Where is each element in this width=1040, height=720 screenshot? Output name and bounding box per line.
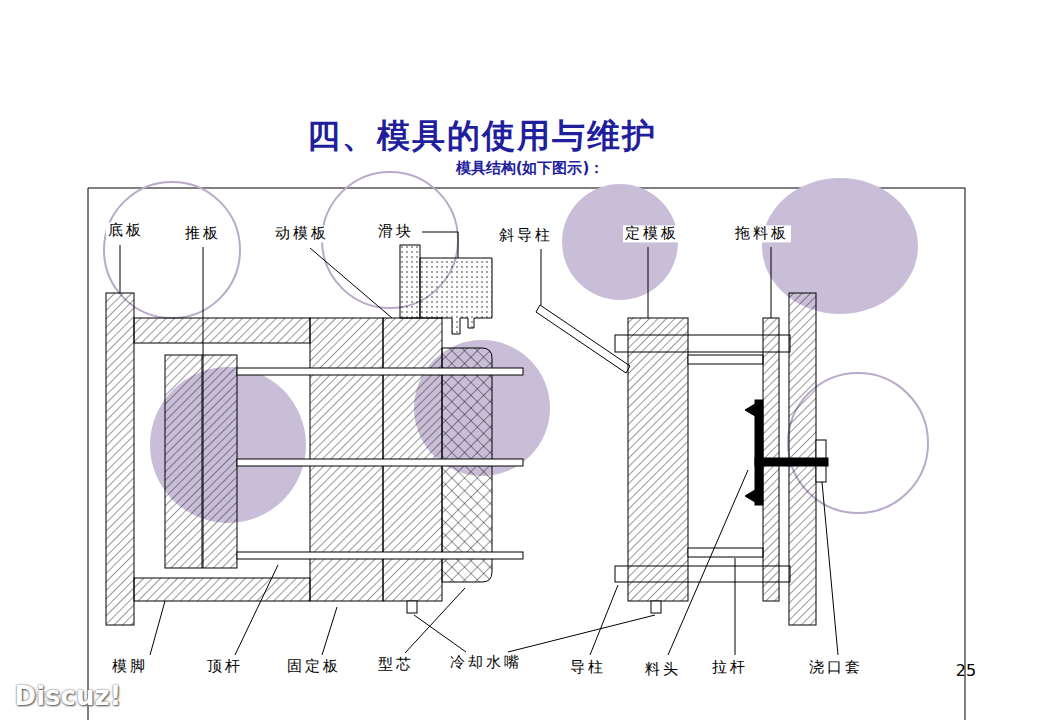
part-label: 顶杆 xyxy=(205,658,245,675)
subtitle: 模具结构(如下图示)： xyxy=(454,160,607,177)
part-label: 拖料板 xyxy=(733,225,791,242)
slide-title: 四、模具的使用与维护 xyxy=(305,117,659,155)
part-label: 模脚 xyxy=(110,658,150,675)
watermark: Discuz! xyxy=(13,682,124,712)
leader-lines xyxy=(120,232,838,655)
part-label: 导柱 xyxy=(568,659,608,676)
part-label: 拉杆 xyxy=(710,659,750,676)
part-label: 滑块 xyxy=(376,223,416,240)
part-label: 料头 xyxy=(643,661,683,678)
part-label: 定模板 xyxy=(623,225,681,242)
part-label: 型芯 xyxy=(376,656,416,673)
part-label: 冷却水嘴 xyxy=(448,654,524,671)
part-label: 斜导柱 xyxy=(497,227,555,244)
mold-parts xyxy=(106,245,828,625)
part-label: 动模板 xyxy=(273,225,331,242)
part-label: 浇口套 xyxy=(807,659,865,676)
part-label: 推板 xyxy=(183,225,223,242)
page-number: 25 xyxy=(954,662,978,680)
part-label: 固定板 xyxy=(285,658,343,675)
part-label: 底板 xyxy=(106,222,146,239)
